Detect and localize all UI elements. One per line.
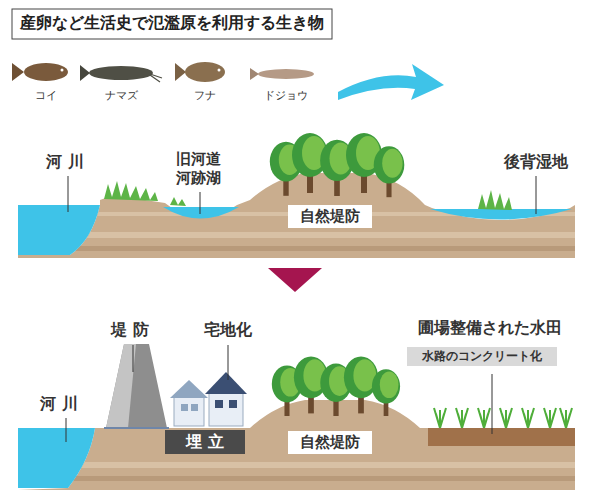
place-label: 河川: [46, 152, 89, 171]
levee-box: 自然堤防: [288, 205, 372, 228]
fish-icons-part: [80, 65, 90, 81]
leader-lines-part: [200, 192, 201, 214]
leader-lines-part: [133, 345, 134, 372]
floodplain-after-part: [434, 408, 446, 428]
illustration-part-part: [0, 246, 590, 251]
floodplain-before-part: [430, 209, 572, 220]
fish-icons-part: [24, 63, 68, 81]
levee-box: 自然堤防: [288, 431, 372, 454]
floodplain-before-part: [374, 146, 405, 197]
box-text: 自然堤防: [298, 207, 362, 226]
fish-icons-part: [150, 74, 162, 82]
fish-icons-part: [89, 66, 153, 80]
floodplain-after-part: [209, 392, 243, 426]
floodplain-after-part: [106, 344, 167, 428]
fish-icons-part: [185, 62, 225, 82]
floodplain-after-part: [104, 427, 169, 429]
floodplain-after-part: [170, 380, 208, 398]
floodplain-after-part: [560, 408, 572, 428]
leader-lines-part: [68, 176, 69, 212]
place-label: 後背湿地: [504, 152, 568, 171]
floodplain-after-part: [229, 400, 237, 408]
floodplain-after-part: [500, 408, 512, 428]
change-arrow-part: [268, 268, 322, 292]
fish-icons: [12, 62, 314, 82]
note-box: 水路のコンクリート化: [407, 347, 557, 366]
floodplain-before-part: [104, 181, 158, 201]
place-label: 圃場整備された水田: [418, 318, 562, 337]
floodplain-after-part: [205, 372, 247, 394]
floodplain-after-part: [544, 408, 556, 428]
floodplain-after-part: [18, 428, 95, 488]
fish-icons-part: [175, 63, 186, 81]
floodplain-before-part: [170, 197, 186, 206]
title-frame: [12, 9, 332, 39]
fish-icons-part: [218, 69, 221, 72]
change-arrow: [268, 268, 322, 292]
floodplain-after-part: [522, 408, 534, 428]
place-label: 旧河道: [176, 150, 221, 168]
fish-icons-part: [250, 68, 259, 80]
title: 産卵など生活史で氾濫原を利用する生き物: [20, 13, 324, 32]
floodplain-after: [0, 344, 590, 490]
floodplain-after-part: [174, 396, 204, 426]
landfill-box: 埋立: [165, 430, 245, 454]
illustration-part: [0, 462, 590, 481]
floodplain-after-part: [181, 404, 188, 411]
fish-icons-part: [61, 69, 64, 72]
illustration-part-part: [0, 476, 590, 481]
direction-arrow-part: [338, 64, 444, 100]
place-label: 堤防: [111, 320, 154, 339]
floodplain-after-part: [191, 404, 198, 411]
floodplain-after-part: [478, 408, 490, 428]
direction-arrow: [338, 64, 444, 100]
fish-name: コイ: [35, 89, 57, 102]
fish-icons-part: [12, 63, 24, 81]
floodplain-before: [0, 133, 590, 258]
box-text: 自然堤防: [298, 433, 362, 452]
leader-lines-part: [536, 176, 537, 214]
title-frame-part: [12, 9, 332, 39]
illustration-part-part: [0, 462, 590, 468]
floodplain-after-part: [428, 428, 575, 446]
leader-lines-part: [66, 418, 67, 442]
box-text: 水路のコンクリート化: [417, 349, 547, 364]
floodplain-after-part: [372, 369, 400, 416]
fish-name: ナマズ: [105, 89, 138, 102]
fish-name: フナ: [194, 89, 216, 102]
floodplain-before-part: [18, 205, 100, 255]
leader-lines-part: [492, 374, 493, 434]
leader-lines-part: [228, 345, 229, 380]
box-text: 埋立: [175, 432, 241, 452]
fish-name: ドジョウ: [264, 89, 308, 102]
floodplain-after-part: [456, 408, 468, 428]
fish-icons-part: [258, 69, 314, 79]
floodplain-before-part: [163, 207, 239, 219]
floodplain-after-part: [215, 400, 223, 408]
place-label: 河跡湖: [176, 169, 221, 187]
floodplain-after-part: [106, 344, 136, 428]
place-label: 宅地化: [204, 320, 252, 339]
place-label: 河川: [40, 394, 83, 413]
floodplain-before-part: [478, 190, 512, 210]
